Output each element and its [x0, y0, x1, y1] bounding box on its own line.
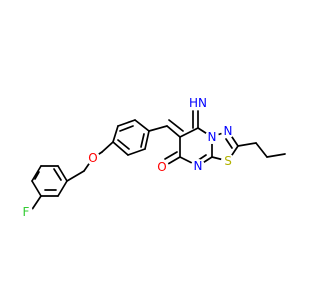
bond — [164, 151, 178, 160]
bond — [168, 119, 184, 132]
bond — [127, 148, 146, 156]
bond — [117, 119, 136, 127]
thiadiazole-nitrogen-label: N — [224, 124, 233, 138]
bond — [134, 119, 150, 132]
bond — [101, 141, 114, 153]
imine-label: HN — [189, 96, 207, 110]
imine-group: HN — [187, 96, 209, 110]
ring-nitrogen-bottom-atom: N — [191, 159, 205, 173]
ring-nitrogen-bottom-label: N — [194, 159, 203, 173]
ether-oxygen-label: O — [88, 151, 97, 165]
bond — [66, 170, 85, 182]
bond — [117, 139, 130, 150]
sulfur-label: S — [224, 154, 232, 168]
bond — [112, 125, 119, 143]
bond — [166, 125, 181, 138]
bond — [112, 141, 129, 156]
bond — [167, 156, 181, 165]
fluorine-label: F — [23, 205, 30, 219]
bond — [57, 165, 68, 182]
ring-nitrogen-top-label: N — [208, 130, 217, 144]
bond — [119, 125, 134, 132]
thiadiazole-nitrogen-atom: N — [221, 124, 235, 138]
bond — [31, 180, 42, 197]
bond — [53, 168, 62, 181]
bond — [237, 142, 257, 147]
sulfur-atom: S — [221, 154, 235, 168]
molecule-structure: F O HN N N N S O — [19, 96, 286, 219]
carbonyl-oxygen-atom: O — [155, 160, 169, 174]
bond — [255, 142, 268, 158]
bond — [144, 130, 150, 150]
bond — [140, 133, 145, 148]
ether-oxygen-atom: O — [86, 151, 100, 165]
atom-label-layer: F O HN N N N S O — [19, 96, 235, 219]
bond — [179, 127, 199, 138]
bond — [225, 138, 233, 149]
carbonyl-oxygen-label: O — [157, 160, 166, 174]
bond — [31, 165, 42, 182]
bond — [34, 171, 40, 180]
ring-nitrogen-top-atom: N — [205, 130, 219, 144]
bond — [148, 125, 168, 132]
fluorine-atom: F — [19, 205, 33, 219]
bond — [266, 153, 286, 158]
bond — [30, 195, 42, 212]
bond — [57, 180, 68, 197]
